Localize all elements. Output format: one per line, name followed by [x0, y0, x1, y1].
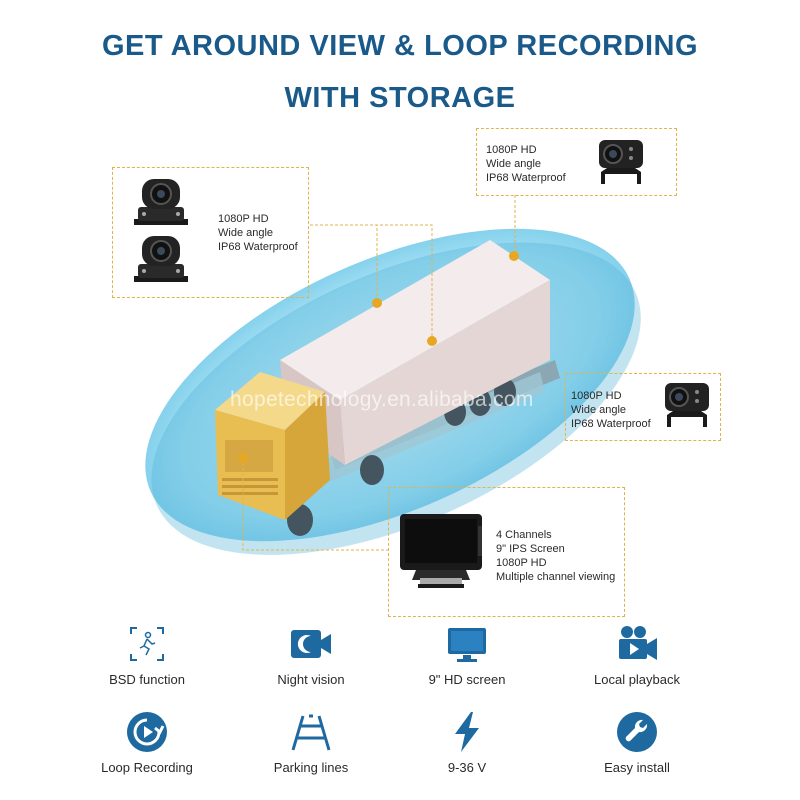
feature-easy-install: Easy install: [552, 710, 722, 775]
spec-line: Wide angle: [571, 404, 627, 416]
feature-label: 9-36 V: [447, 760, 487, 775]
bsd-icon: [130, 627, 164, 661]
monitor-icon: [448, 628, 486, 662]
spec-side-camera: 1080P HD Wide angle IP68 Waterproof: [571, 389, 651, 431]
feature-label: Loop Recording: [101, 760, 193, 775]
feature-label: 9" HD screen: [428, 672, 506, 687]
spec-line: Wide angle: [486, 158, 542, 170]
spec-left-cameras: 1080P HD Wide angle IP68 Waterproof: [218, 212, 298, 254]
parking-lines-icon: [291, 714, 331, 751]
page-title-line-2: WITH STORAGE: [284, 82, 516, 114]
callout-monitor: [388, 487, 625, 617]
feature-label: BSD function: [109, 672, 185, 687]
spec-monitor: 4 Channels 9" IPS Screen 1080P HD Multip…: [496, 528, 615, 584]
camera-point-dot: [509, 251, 519, 261]
callout-side-camera: [565, 373, 721, 441]
feature-label: Parking lines: [273, 760, 349, 775]
camera-icon: [599, 140, 643, 184]
camera-point-dot: [238, 453, 248, 463]
feature-hd-screen: 9" HD screen: [382, 622, 552, 687]
feature-label: Easy install: [604, 760, 670, 775]
trailer-top: [280, 240, 550, 400]
spec-line: 1080P HD: [496, 557, 547, 569]
spec-line: 1080P HD: [486, 144, 537, 156]
callout-left-cameras: [112, 167, 309, 298]
wrench-icon: [617, 712, 657, 752]
feature-bsd: BSD function: [62, 622, 232, 687]
spec-line: IP68 Waterproof: [571, 418, 651, 430]
night-vision-icon: [291, 630, 331, 658]
spec-line: IP68 Waterproof: [486, 172, 566, 184]
feature-label: Night vision: [277, 672, 345, 687]
spec-line: Wide angle: [218, 227, 274, 239]
trailer-side: [340, 280, 550, 465]
feature-loop-recording: Loop Recording: [62, 710, 232, 775]
camera-icon: [134, 236, 188, 282]
camera-point-dot: [427, 336, 437, 346]
spec-line: 9" IPS Screen: [496, 543, 565, 555]
feature-night-vision: Night vision: [226, 622, 396, 687]
video-camera-icon: [619, 626, 657, 660]
feature-voltage: 9-36 V: [382, 710, 552, 775]
spec-line: 4 Channels: [496, 529, 552, 541]
cab-side: [285, 392, 330, 520]
spec-top-right-camera: 1080P HD Wide angle IP68 Waterproof: [486, 143, 566, 185]
feature-label: Local playback: [594, 672, 680, 687]
camera-icon: [665, 383, 709, 427]
spec-line: IP68 Waterproof: [218, 241, 298, 253]
monitor-device-icon: [400, 514, 482, 588]
camera-icon: [134, 179, 188, 225]
lightning-icon: [455, 712, 479, 752]
spec-line: 1080P HD: [571, 390, 622, 402]
loop-recording-icon: [127, 712, 167, 752]
cab-roof: [215, 372, 325, 430]
feature-local-playback: Local playback: [552, 622, 722, 687]
callout-top-right-camera: [476, 128, 677, 196]
spec-line: Multiple channel viewing: [496, 571, 616, 583]
camera-point-dot: [372, 298, 382, 308]
feature-parking-lines: Parking lines: [226, 710, 396, 775]
page-title-line-1: GET AROUND VIEW & LOOP RECORDING: [101, 30, 699, 62]
watermark: hopetechnology.en.alibaba.com: [230, 388, 534, 411]
spec-line: 1080P HD: [218, 213, 269, 225]
